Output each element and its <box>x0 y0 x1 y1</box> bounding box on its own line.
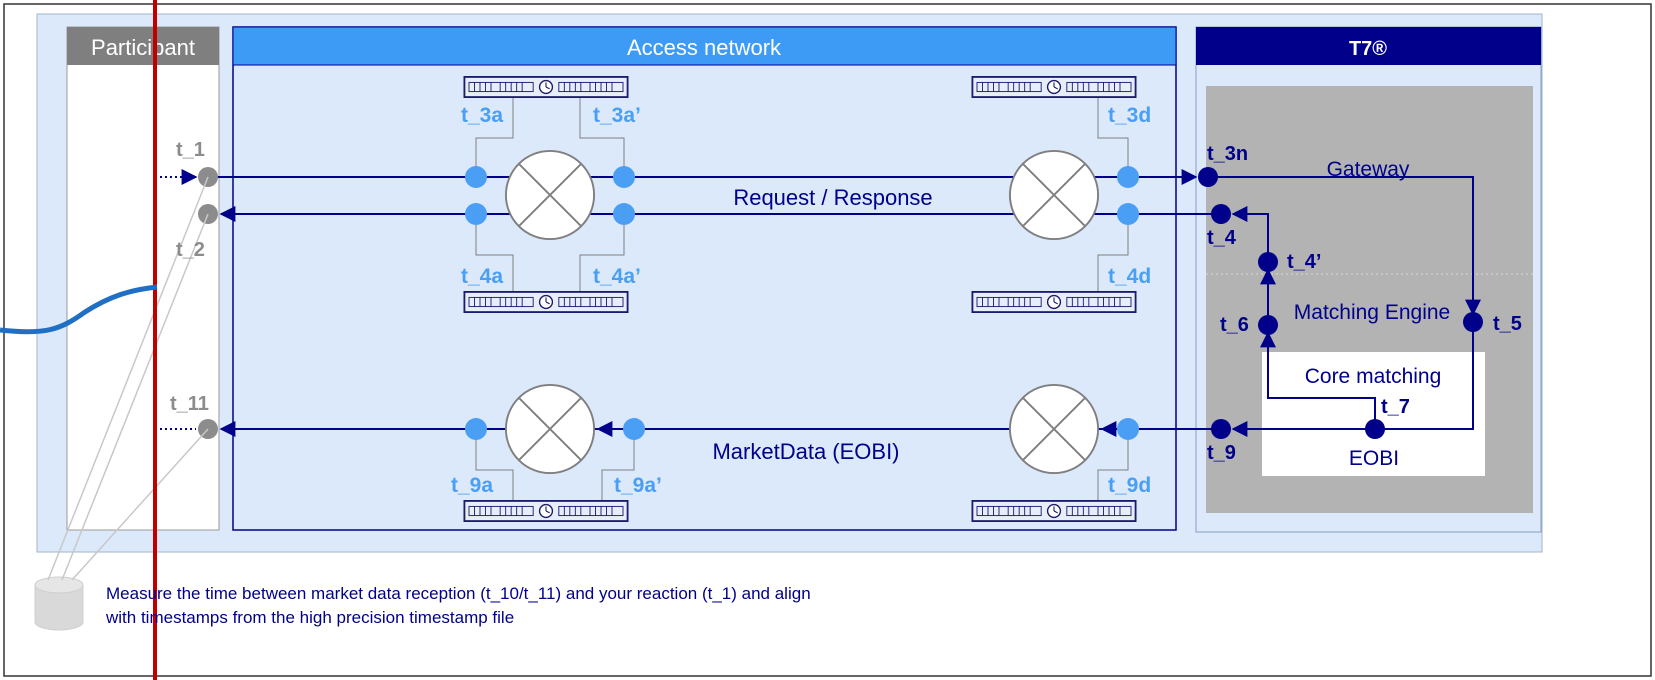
timestamp-device-icon <box>463 76 629 98</box>
timestamp-device-icon <box>463 500 629 522</box>
label-eobi: EOBI <box>1349 447 1399 470</box>
label-matching-engine: Matching Engine <box>1294 301 1450 324</box>
label-t4: t_4 <box>1207 227 1237 249</box>
label-t4-prime: t_4’ <box>1287 251 1321 273</box>
access-nodes <box>465 166 1139 440</box>
label-t7: t_7 <box>1381 396 1410 418</box>
label-t9: t_9 <box>1207 442 1236 464</box>
timestamp-device-icon <box>971 291 1137 313</box>
database-icon <box>34 576 84 631</box>
label-t9a: t_9a <box>451 474 493 497</box>
label-t3d: t_3d <box>1108 104 1151 127</box>
label-t4d: t_4d <box>1108 265 1151 288</box>
label-t2: t_2 <box>176 239 205 261</box>
participant-header: Participant <box>91 35 195 60</box>
label-gateway: Gateway <box>1327 158 1410 181</box>
t7-header: T7® <box>1349 38 1387 60</box>
label-t1: t_1 <box>176 139 205 161</box>
switch-cross-icon <box>504 383 596 475</box>
label-t3a-prime: t_3a’ <box>593 104 641 127</box>
label-t4a: t_4a <box>461 265 503 288</box>
switch-cross-icon <box>1008 383 1100 475</box>
label-market-data: MarketData (EOBI) <box>712 439 899 464</box>
participant-panel: Participant <box>66 26 220 531</box>
core-matching-box <box>1262 352 1485 476</box>
label-t11: t_11 <box>170 393 209 415</box>
footer-line-1: Measure the time between market data rec… <box>106 584 811 603</box>
timestamp-device-icon <box>463 291 629 313</box>
timestamp-device-icon <box>971 500 1137 522</box>
label-t5: t_5 <box>1493 313 1522 335</box>
footer-line-2: with timestamps from the high precision … <box>105 608 514 627</box>
label-t9a-prime: t_9a’ <box>614 474 662 497</box>
label-t3n: t_3n <box>1207 143 1248 165</box>
label-t4a-prime: t_4a’ <box>593 265 641 288</box>
switch-cross-icon <box>504 149 596 241</box>
label-request-response: Request / Response <box>733 185 932 210</box>
label-core-matching: Core matching <box>1305 365 1442 388</box>
outer-frame <box>3 3 1652 677</box>
label-t9d: t_9d <box>1108 474 1151 497</box>
t7-panel: T7® <box>1195 26 1542 533</box>
label-t6: t_6 <box>1220 314 1249 336</box>
db-connector-lines <box>47 176 209 581</box>
label-t3a: t_3a <box>461 104 503 127</box>
timestamp-device-icon <box>971 76 1137 98</box>
switch-cross-icon <box>1008 149 1100 241</box>
t7-nodes <box>1198 167 1483 439</box>
tap-lines <box>475 98 1129 500</box>
access-network-header: Access network <box>627 35 782 60</box>
reaction-curve <box>0 284 158 335</box>
